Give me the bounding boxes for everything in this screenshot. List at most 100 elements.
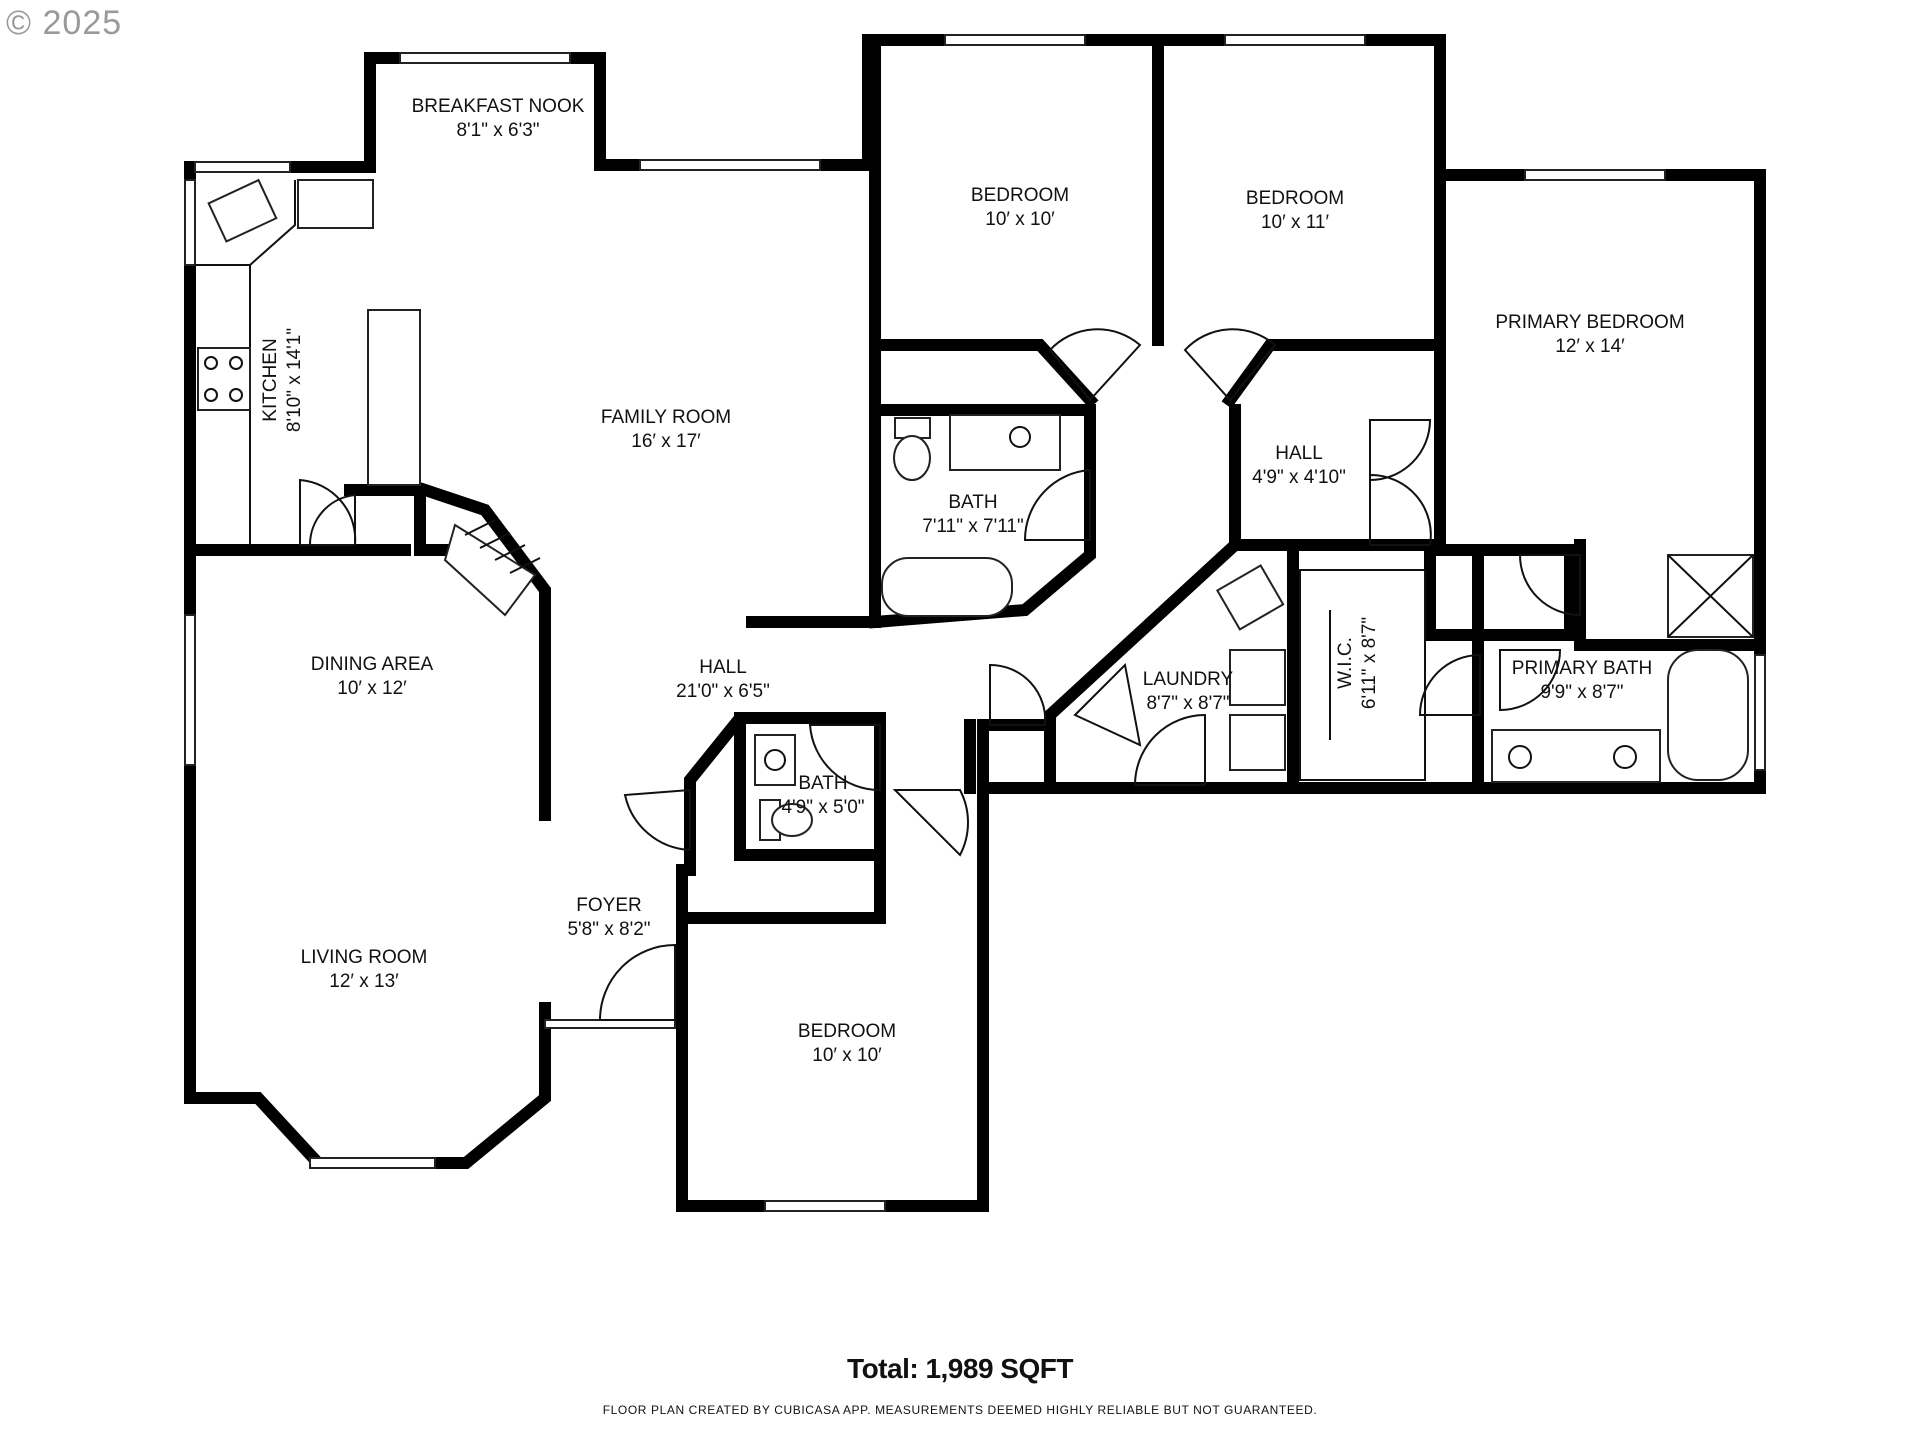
door-pantry2	[308, 493, 356, 546]
door-hall-closet	[1369, 473, 1432, 546]
disclaimer-text: FLOOR PLAN CREATED BY CUBICASA APP. MEAS…	[602, 1403, 1318, 1417]
room-name: HALL	[1275, 443, 1323, 464]
room-dims: 10′ x 11′	[1260, 212, 1330, 233]
wall-bed2-south	[1221, 339, 1446, 409]
wall-hall-small	[1229, 169, 1446, 551]
window-primary	[1524, 169, 1666, 181]
room-label-kitchen: KITCHEN 8'10" x 14'1"	[259, 328, 307, 432]
window-kitchen-west	[184, 179, 196, 266]
room-dims: 8'10" x 14'1"	[284, 327, 305, 433]
room-label-hall-main: HALL 21'0" x 6'5"	[676, 656, 770, 704]
bath1-vanity	[949, 414, 1061, 471]
room-label-family-room: FAMILY ROOM 16′ x 17′	[601, 406, 731, 454]
room-dims: 4'9" x 4'10"	[1252, 467, 1346, 488]
room-label-wic: W.I.C. 6'11" x 8'7"	[1334, 617, 1382, 709]
wall-closet	[977, 719, 1056, 794]
wall-laundry-diag	[1044, 536, 1244, 794]
door-laundry2	[1073, 662, 1142, 747]
room-label-bedroom-3: BEDROOM 10′ x 10′	[798, 1020, 896, 1068]
kitchen-stove	[197, 347, 251, 411]
window-kitchen	[194, 161, 291, 173]
pbath-tub	[1667, 649, 1749, 781]
kitchen-sink	[207, 178, 278, 243]
kitchen-island	[367, 309, 421, 486]
room-name: BATH	[948, 492, 998, 513]
door-closet-foyer	[623, 788, 691, 852]
room-dims: 21'0" x 6'5"	[676, 681, 770, 702]
room-dims: 4'9" x 5'0"	[781, 797, 865, 818]
wall-pbath-closet	[1424, 544, 1576, 641]
door-pbath-wc	[1499, 649, 1562, 712]
door-bed2	[1183, 328, 1277, 402]
window-bed1	[944, 34, 1086, 46]
room-dims: 6'11" x 8'7"	[1359, 616, 1380, 710]
room-name: LAUNDRY	[1142, 669, 1234, 690]
room-dims: 12′ x 14′	[1555, 336, 1625, 357]
door-bath2	[808, 724, 881, 792]
laundry-sink	[1215, 564, 1285, 631]
room-dims: 8'1" x 6'3"	[456, 120, 540, 141]
room-label-foyer: FOYER 5'8" x 8'2"	[567, 894, 650, 942]
door-linen	[989, 663, 1047, 726]
door-laundry	[1133, 713, 1206, 786]
room-name: PRIMARY BEDROOM	[1495, 312, 1685, 333]
wall-south-east	[676, 782, 1766, 1212]
room-name: BREAKFAST NOOK	[411, 96, 585, 117]
room-name: BEDROOM	[1245, 188, 1345, 209]
window-family-slider	[639, 159, 821, 171]
room-name: BATH	[798, 773, 848, 794]
kitchen-counter-top	[249, 180, 296, 266]
door-pbath-closet	[1518, 554, 1581, 617]
room-label-breakfast-nook: BREAKFAST NOOK 8'1" x 6'3"	[412, 95, 585, 143]
washer	[1229, 649, 1286, 706]
bath2-vanity	[754, 734, 796, 786]
bath1-toilet	[894, 417, 931, 439]
bath-fixtures	[754, 414, 1754, 841]
room-dims: 10′ x 10′	[812, 1045, 882, 1066]
room-name: HALL	[699, 657, 747, 678]
room-dims: 5'8" x 8'2"	[567, 919, 651, 940]
wall-bath2-split	[734, 712, 886, 861]
room-name: BEDROOM	[970, 185, 1070, 206]
room-label-primary-bedroom: PRIMARY BEDROOM 12′ x 14′	[1495, 311, 1684, 359]
windows	[184, 34, 1766, 1212]
room-name: PRIMARY BATH	[1511, 658, 1653, 679]
wall-bed1-bath	[746, 34, 881, 628]
total-sqft: Total: 1,989 SQFT	[847, 1353, 1073, 1384]
room-name: DINING AREA	[310, 654, 434, 675]
room-name: W.I.C.	[1335, 637, 1356, 689]
door-bed1	[1048, 328, 1142, 402]
room-label-laundry: LAUNDRY 8'7" x 8'7"	[1143, 668, 1233, 716]
pbath-vanity	[1491, 729, 1661, 783]
bath1-tub	[881, 557, 1013, 617]
room-label-living-room: LIVING ROOM 12′ x 13′	[301, 946, 428, 994]
doors	[299, 328, 1581, 1021]
window-dining	[184, 614, 196, 766]
kitchen-fixtures	[195, 178, 421, 545]
room-dims: 10′ x 12′	[337, 678, 407, 699]
room-name: BEDROOM	[797, 1021, 897, 1042]
window-bay	[309, 1157, 436, 1169]
dryer	[1229, 714, 1286, 771]
room-label-bath-1: BATH 7'11" x 7'11"	[922, 491, 1023, 539]
room-dims: 7'11" x 7'11"	[922, 516, 1024, 537]
room-name: FOYER	[576, 895, 642, 916]
door-bath1	[1023, 468, 1091, 541]
room-label-dining-area: DINING AREA 10′ x 12′	[311, 653, 433, 701]
door-front	[598, 943, 676, 1021]
door-bed3	[892, 789, 970, 857]
room-label-hall-small: HALL 4'9" x 4'10"	[1252, 442, 1346, 490]
room-label-bedroom-1: BEDROOM 10′ x 10′	[971, 184, 1069, 232]
room-dims: 8'7" x 8'7"	[1146, 693, 1230, 714]
room-label-bath-2: BATH 4'9" x 5'0"	[781, 772, 864, 820]
room-name: FAMILY ROOM	[600, 407, 732, 428]
room-label-bedroom-2: BEDROOM 10′ x 11′	[1246, 187, 1344, 235]
door-wic	[1418, 653, 1481, 716]
room-name: LIVING ROOM	[300, 947, 428, 968]
room-label-primary-bath: PRIMARY BATH 9'9" x 8'7"	[1512, 657, 1652, 705]
window-bed2	[1224, 34, 1366, 46]
room-dims: 9'9" x 8'7"	[1540, 682, 1624, 703]
room-dims: 12′ x 13′	[329, 971, 399, 992]
window-bed3	[764, 1200, 886, 1212]
